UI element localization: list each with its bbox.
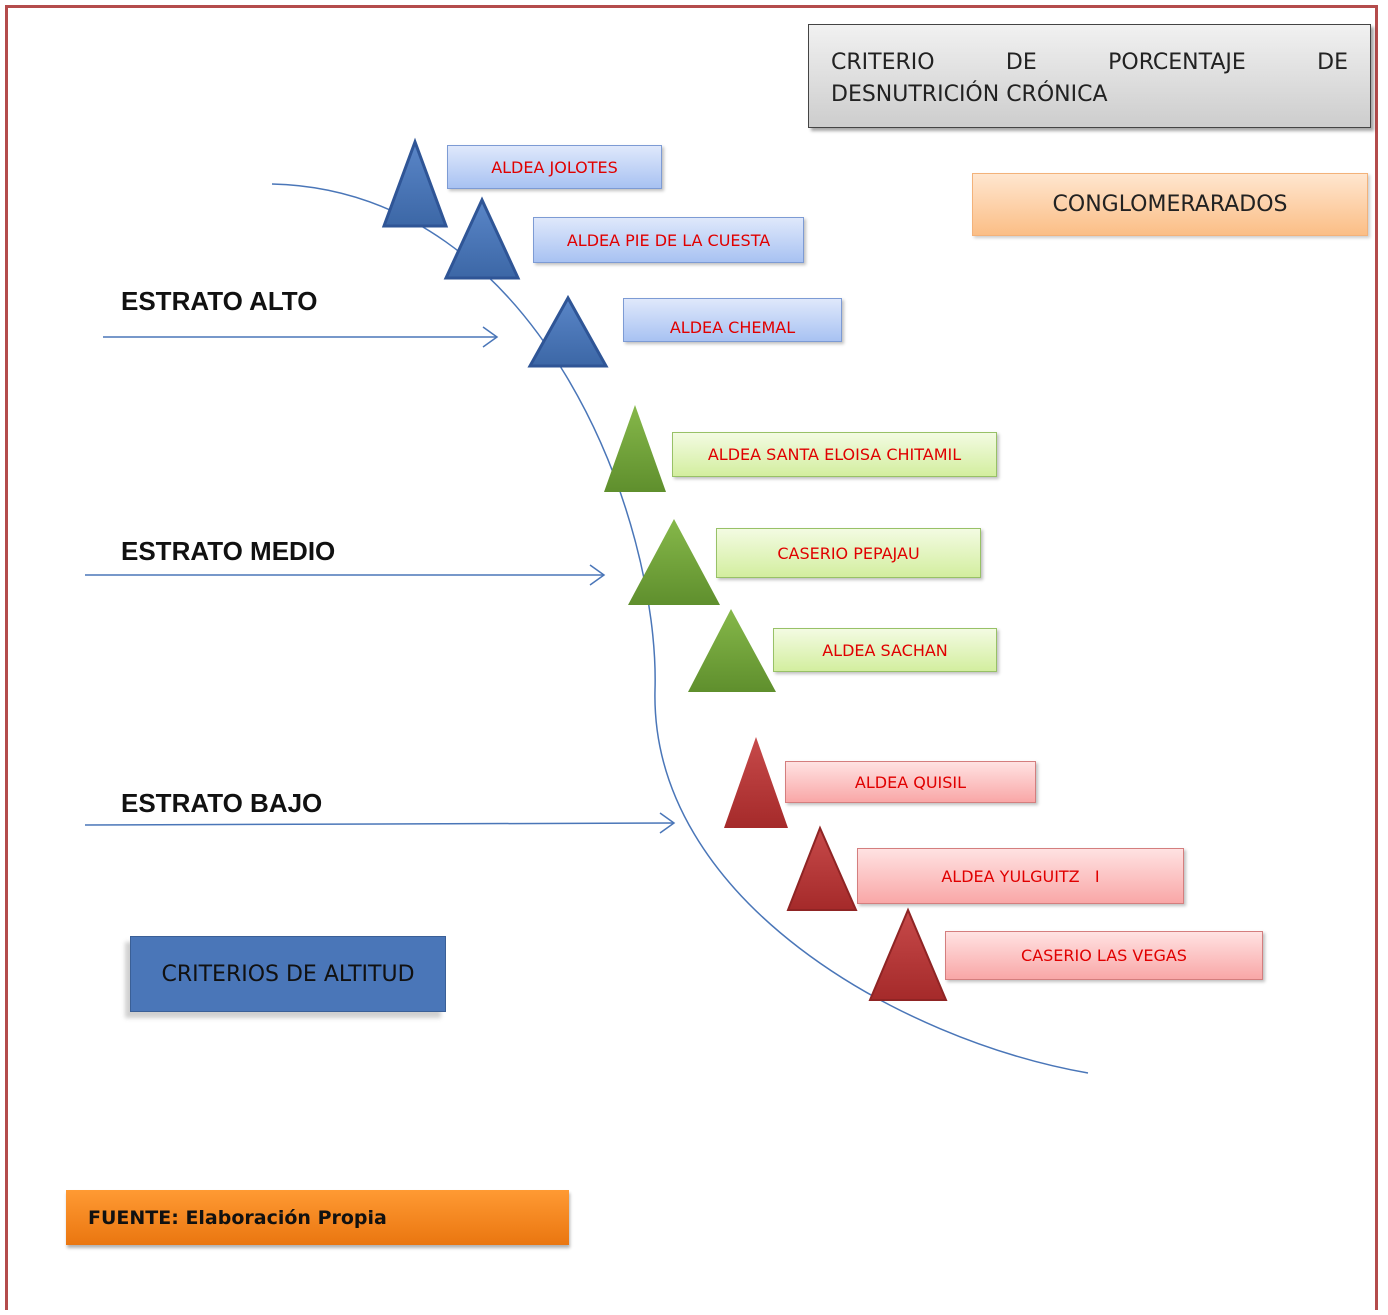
triangle-quisil: [724, 737, 788, 828]
arrow-estrato-medio: [85, 564, 606, 586]
triangle-pie-de-la-cuesta: [443, 196, 521, 280]
triangle-las-vegas: [868, 907, 948, 1001]
estrato-alto-label: ESTRATO ALTO: [121, 286, 318, 316]
triangle-chemal: [527, 294, 609, 368]
aldea-label: ALDEA YULGUITZ I: [857, 848, 1184, 904]
criterio-desnutricion-box: CRITERIO DE PORCENTAJE DE DESNUTRICIÓN C…: [808, 24, 1371, 128]
aldea-label: CASERIO LAS VEGAS: [945, 931, 1263, 980]
aldea-label: ALDEA SANTA ELOISA CHITAMIL: [672, 432, 997, 477]
aldea-label: ALDEA SACHAN: [773, 628, 997, 672]
criterios-altitud-label: CRITERIOS DE ALTITUD: [130, 936, 446, 1012]
criterio-line-1: CRITERIO DE PORCENTAJE DE: [831, 50, 1348, 75]
aldea-label: ALDEA QUISIL: [785, 761, 1036, 803]
aldea-label: ALDEA CHEMAL: [623, 298, 842, 342]
aldea-label: CASERIO PEPAJAU: [716, 528, 981, 578]
aldea-label: ALDEA PIE DE LA CUESTA: [533, 217, 804, 263]
page-frame: [5, 5, 1378, 1310]
triangle-sachan: [688, 609, 776, 692]
triangle-santa-eloisa: [604, 405, 666, 492]
estrato-medio-label: ESTRATO MEDIO: [121, 536, 336, 566]
triangle-pepajau: [628, 519, 720, 605]
triangle-jolotes: [381, 137, 449, 228]
estrato-bajo-label: ESTRATO BAJO: [121, 788, 323, 818]
conglomerados-label: CONGLOMERARADOS: [972, 173, 1368, 236]
fuente-label: FUENTE: Elaboración Propia: [66, 1190, 569, 1245]
arrow-estrato-bajo: [84, 812, 676, 834]
triangle-yulguitz: [786, 825, 858, 911]
arrow-estrato-alto: [103, 326, 499, 348]
criterio-line-2: DESNUTRICIÓN CRÓNICA: [831, 82, 1108, 107]
aldea-label: ALDEA JOLOTES: [447, 145, 662, 189]
